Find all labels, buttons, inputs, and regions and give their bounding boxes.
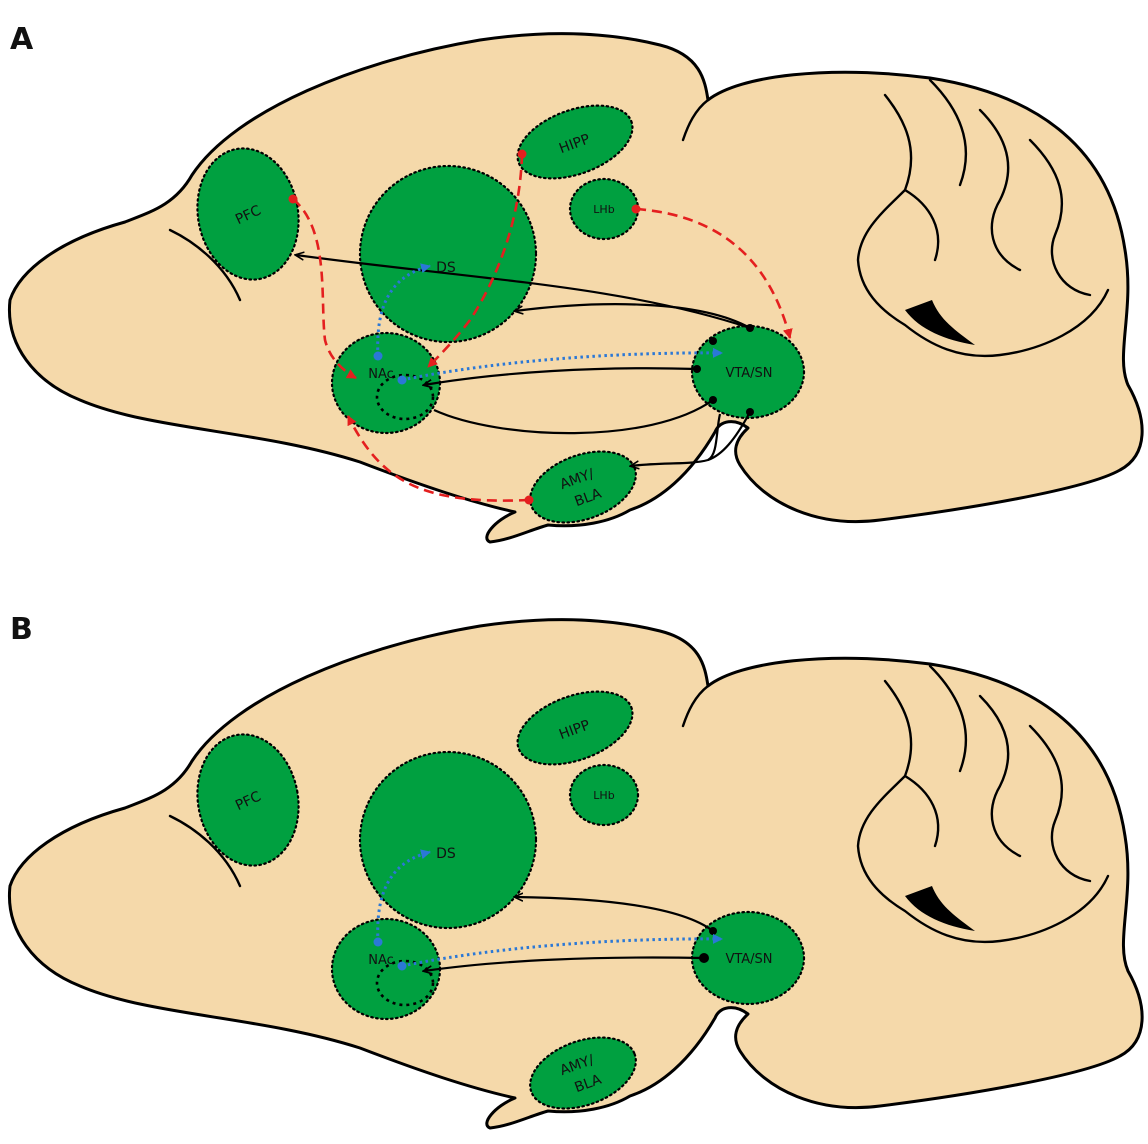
label-lhb: LHb xyxy=(593,203,614,216)
brain-diagram: PFC DS HIPP LHb NAc VTA/SN AMY/ BLA xyxy=(0,572,1148,1144)
label-vta: VTA/SN xyxy=(725,952,772,967)
panel-b: B xyxy=(0,572,1148,1144)
brain-diagram: PFC DS HIPP LHb NAc VTA/SN AMY/ BLA xyxy=(0,0,1148,572)
region-nac xyxy=(332,919,440,1019)
region-ds xyxy=(360,166,536,342)
label-vta: VTA/SN xyxy=(725,366,772,381)
label-lhb: LHb xyxy=(593,789,614,802)
panel-a: A PFC xyxy=(0,0,1148,572)
label-ds: DS xyxy=(436,846,456,862)
region-ds xyxy=(360,752,536,928)
label-nac: NAc xyxy=(368,367,394,382)
label-nac: NAc xyxy=(368,953,394,968)
